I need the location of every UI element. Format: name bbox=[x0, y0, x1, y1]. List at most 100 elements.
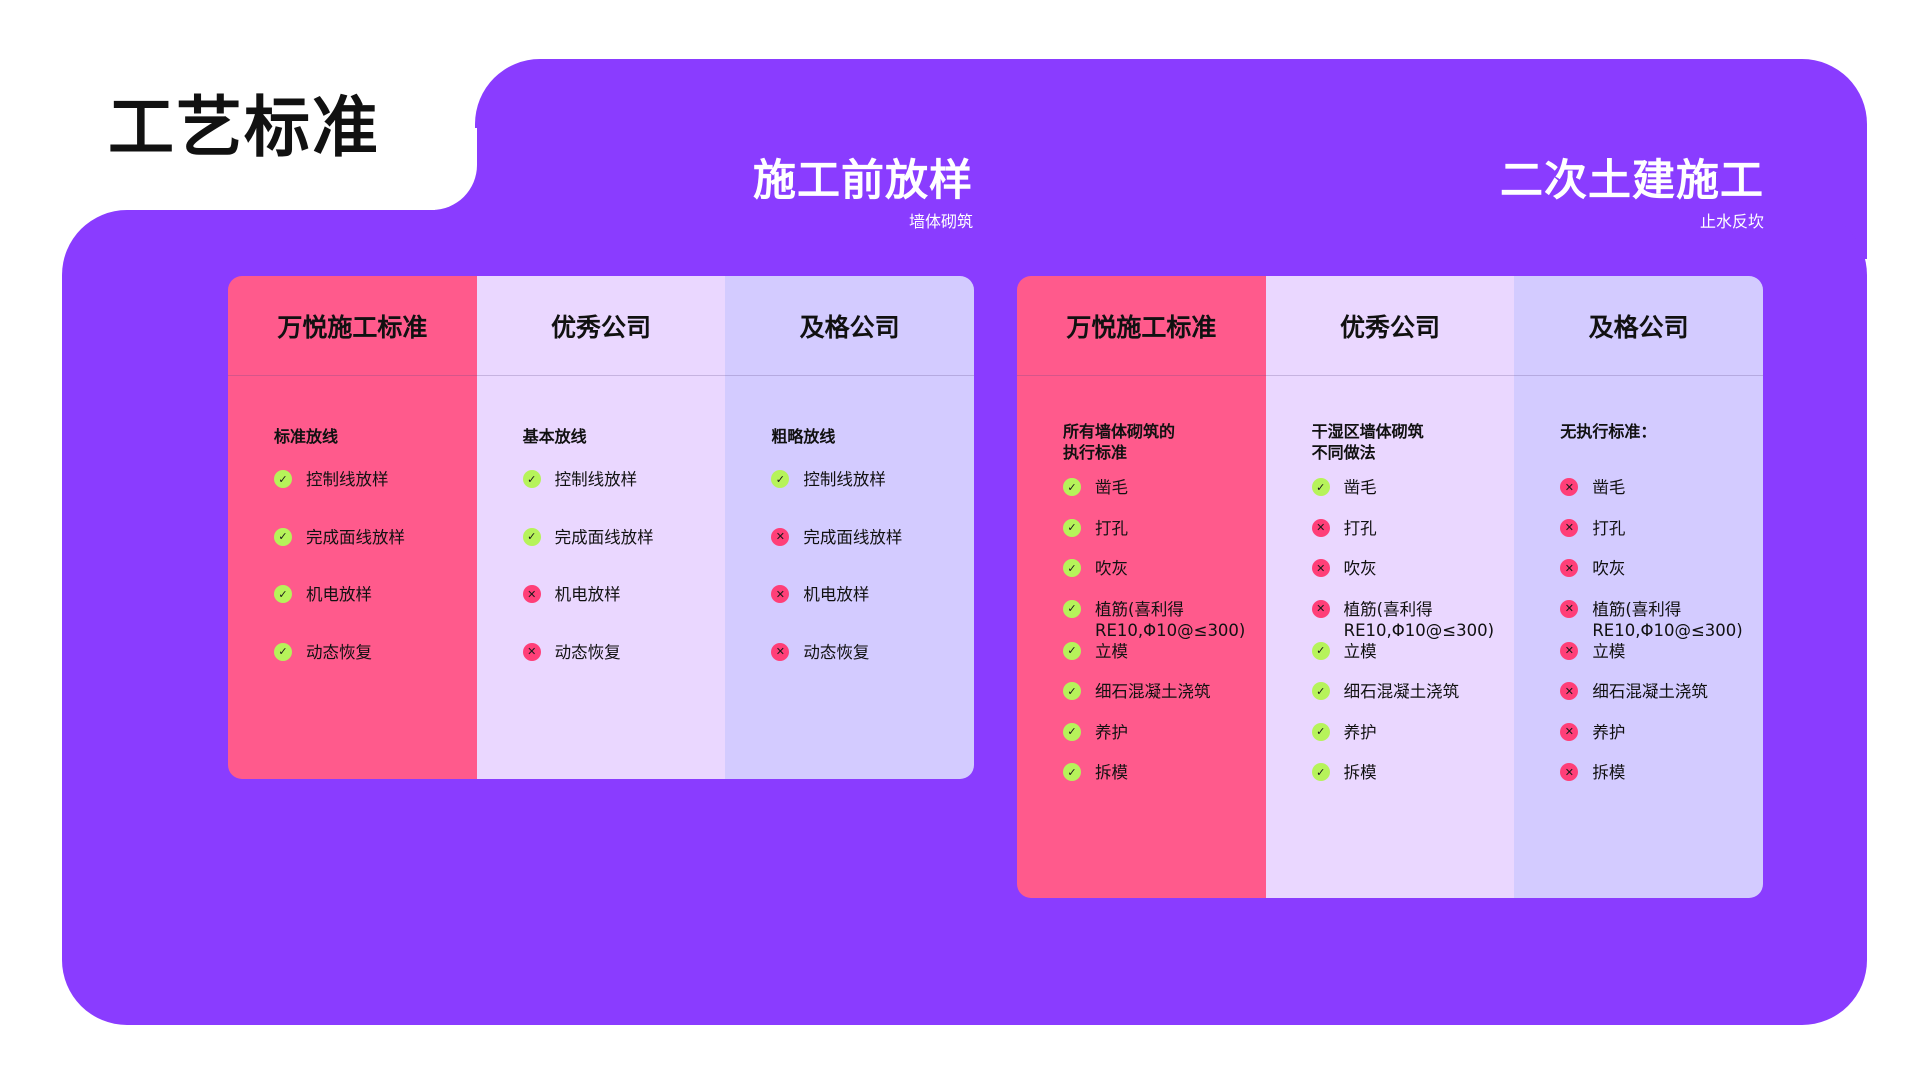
checklist-item-label: 养护 bbox=[1095, 722, 1128, 742]
checklist-item-label: 细石混凝土浇筑 bbox=[1095, 682, 1211, 701]
checklist-item: ✕ 打孔 bbox=[1311, 518, 1515, 559]
checklist-item-label: 凿毛 bbox=[1343, 478, 1377, 497]
check-icon: ✓ bbox=[1311, 641, 1330, 660]
cross-icon: ✕ bbox=[1311, 599, 1330, 618]
checklist-item-label: 立模 bbox=[1343, 641, 1377, 661]
checklist-item: ✕ 动态恢复 bbox=[771, 642, 974, 700]
checklist-item: ✓ 控制线放样 bbox=[771, 469, 974, 527]
checklist-item-label: 拆模 bbox=[1095, 763, 1128, 782]
checklist-item-label: 凿毛 bbox=[1095, 478, 1128, 497]
checklist-item-label: 打孔 bbox=[1592, 518, 1626, 538]
column-header: 及格公司 bbox=[1514, 276, 1763, 376]
column-subheading: 基本放线 bbox=[522, 427, 587, 446]
checklist-item: ✓拆模 bbox=[1063, 762, 1266, 803]
title-notch bbox=[355, 128, 477, 210]
checklist-item: ✕ 凿毛 bbox=[1560, 477, 1763, 518]
column-standard: 万悦施工标准所有墙体砌筑的 执行标准✓凿毛✓打孔✓吹灰✓植筋(喜利得 RE10,… bbox=[1017, 276, 1266, 898]
check-icon: ✓ bbox=[522, 470, 541, 488]
column-subheading: 标准放线 bbox=[274, 427, 339, 446]
check-icon: ✓ bbox=[1311, 478, 1330, 496]
checklist-item: ✓ 完成面线放样 bbox=[522, 527, 726, 585]
checklist-item: ✕打孔 bbox=[1560, 518, 1763, 559]
checklist: ✕凿毛✕打孔✕吹灰✕植筋(喜利得 RE10,Φ10@≤300)✕立模✕细石混凝土… bbox=[1560, 477, 1763, 803]
checklist-item-label: 立模 bbox=[1095, 641, 1128, 661]
checklist-item-label: 完成面线放样 bbox=[554, 527, 654, 547]
section-title: 施工前放样 bbox=[753, 156, 973, 206]
checklist-item-label: 立模 bbox=[1592, 641, 1626, 661]
checklist-item: ✓养护 bbox=[1063, 722, 1266, 763]
checklist-item-label: 细石混凝土浇筑 bbox=[1343, 682, 1460, 701]
check-icon: ✓ bbox=[1063, 559, 1081, 577]
check-icon: ✓ bbox=[274, 527, 292, 546]
column-subheading: 粗略放线 bbox=[771, 427, 836, 446]
checklist-item-label: 植筋(喜利得 RE10,Φ10@≤300) bbox=[1095, 599, 1246, 640]
page-title: 工艺标准 bbox=[108, 89, 380, 166]
column-body: 所有墙体砌筑的 执行标准✓凿毛✓打孔✓吹灰✓植筋(喜利得 RE10,Φ10@≤3… bbox=[1017, 376, 1266, 803]
checklist-item-label: 机电放样 bbox=[554, 585, 621, 604]
checklist-item-label: 打孔 bbox=[1343, 518, 1377, 538]
column-subheading: 干湿区墙体砌筑 不同做法 bbox=[1311, 422, 1424, 462]
check-icon: ✓ bbox=[1311, 682, 1330, 700]
section-subtitle: 墙体砌筑 bbox=[908, 212, 973, 232]
checklist-item-label: 植筋(喜利得 RE10,Φ10@≤300) bbox=[1592, 599, 1743, 640]
checklist-item-label: 拆模 bbox=[1343, 763, 1377, 782]
checklist-item-label: 动态恢复 bbox=[803, 642, 870, 662]
column-body: 基本放线✓控制线放样✓完成面线放样✕机电放样✕动态恢复 bbox=[477, 376, 726, 699]
checklist: ✓凿毛✕打孔✕吹灰✕植筋(喜利得 RE10,Φ10@≤300)✓立模✓细石混凝土… bbox=[1311, 477, 1515, 803]
cross-icon: ✕ bbox=[1560, 641, 1579, 660]
cross-icon: ✕ bbox=[771, 585, 790, 603]
cross-icon: ✕ bbox=[1560, 478, 1579, 496]
checklist-item-label: 控制线放样 bbox=[803, 470, 886, 489]
checklist-item: ✕ 植筋(喜利得 RE10,Φ10@≤300) bbox=[1560, 599, 1763, 641]
comparison-panel-civil: 万悦施工标准所有墙体砌筑的 执行标准 ✓ 凿毛 ✓ 打孔 ✓ 吹灰 ✓ 植筋(喜利得 RE10,… bbox=[1017, 276, 1763, 898]
cross-icon: ✕ bbox=[522, 642, 541, 661]
column-subheading: 所有墙体砌筑的 执行标准 bbox=[1063, 422, 1176, 462]
check-icon: ✓ bbox=[1063, 478, 1081, 496]
checklist-item: ✕ 机电放样 bbox=[522, 584, 726, 642]
checklist: ✓控制线放样✕完成面线放样✕机电放样✕动态恢复 bbox=[771, 469, 974, 699]
cross-icon: ✕ bbox=[1560, 682, 1579, 700]
checklist-item: ✕细石混凝土浇筑 bbox=[1560, 681, 1763, 722]
checklist-item: ✓立模 bbox=[1063, 641, 1266, 682]
checklist-item: ✕完成面线放样 bbox=[771, 527, 974, 585]
column-excellent: 优秀公司干湿区墙体砌筑 不同做法✓凿毛✕打孔✕吹灰✕植筋(喜利得 RE10,Φ1… bbox=[1265, 276, 1515, 898]
comparison-panel-layout: 万悦施工标准标准放线✓控制线放样✓完成面线放样✓机电放样✓动态恢复优秀公司基本放… bbox=[228, 276, 974, 779]
checklist-item: ✕拆模 bbox=[1560, 762, 1763, 803]
checklist-item: ✓控制线放样 bbox=[522, 469, 726, 527]
check-icon: ✓ bbox=[1063, 682, 1081, 700]
section-header-civil: 二次土建施工 止水反坎 bbox=[1500, 156, 1764, 232]
column-header: 优秀公司 bbox=[1265, 276, 1515, 376]
section-subtitle: 止水反坎 bbox=[1699, 212, 1764, 232]
checklist-item: ✓控制线放样 bbox=[274, 469, 477, 527]
column-excellent: 优秀公司基本放线✓控制线放样✓完成面线放样✕机电放样✕动态恢复 bbox=[476, 276, 726, 779]
check-icon: ✓ bbox=[1311, 722, 1330, 741]
cross-icon: ✕ bbox=[1560, 599, 1579, 618]
checklist-item: ✕ 立模 bbox=[1560, 641, 1763, 682]
check-icon: ✓ bbox=[274, 585, 292, 603]
checklist-item: ✕ 植筋(喜利得 RE10,Φ10@≤300) bbox=[1311, 599, 1515, 641]
checklist-item: ✓ 细石混凝土浇筑 bbox=[1063, 681, 1266, 722]
checklist-item-label: 植筋(喜利得 RE10,Φ10@≤300) bbox=[1343, 599, 1495, 640]
cross-icon: ✕ bbox=[1560, 559, 1579, 577]
checklist-item-label: 机电放样 bbox=[803, 585, 870, 604]
cross-icon: ✕ bbox=[1311, 559, 1330, 577]
checklist-item-label: 凿毛 bbox=[1592, 478, 1626, 497]
column-body: 标准放线✓控制线放样✓完成面线放样✓机电放样✓动态恢复 bbox=[228, 376, 477, 699]
column-header: 万悦施工标准 bbox=[1017, 276, 1266, 376]
checklist-item: ✓ 凿毛 bbox=[1311, 477, 1515, 518]
checklist-item: ✓ 吹灰 bbox=[1063, 558, 1266, 599]
column-standard: 万悦施工标准标准放线✓控制线放样✓完成面线放样✓机电放样✓动态恢复 bbox=[228, 276, 477, 779]
cross-icon: ✕ bbox=[1560, 722, 1579, 741]
checklist-item: ✓ 凿毛 bbox=[1063, 477, 1266, 518]
cross-icon: ✕ bbox=[522, 585, 541, 603]
check-icon: ✓ bbox=[771, 470, 790, 488]
column-subheading: 无执行标准： bbox=[1560, 422, 1657, 441]
checklist-item: ✕吹灰 bbox=[1311, 558, 1515, 599]
checklist-item-label: 养护 bbox=[1592, 722, 1626, 742]
checklist-item-label: 吹灰 bbox=[1592, 559, 1626, 578]
checklist-item-label: 吹灰 bbox=[1095, 559, 1128, 578]
cross-icon: ✕ bbox=[771, 642, 790, 661]
check-icon: ✓ bbox=[522, 527, 541, 546]
check-icon: ✓ bbox=[274, 642, 292, 661]
cross-icon: ✕ bbox=[1311, 518, 1330, 537]
